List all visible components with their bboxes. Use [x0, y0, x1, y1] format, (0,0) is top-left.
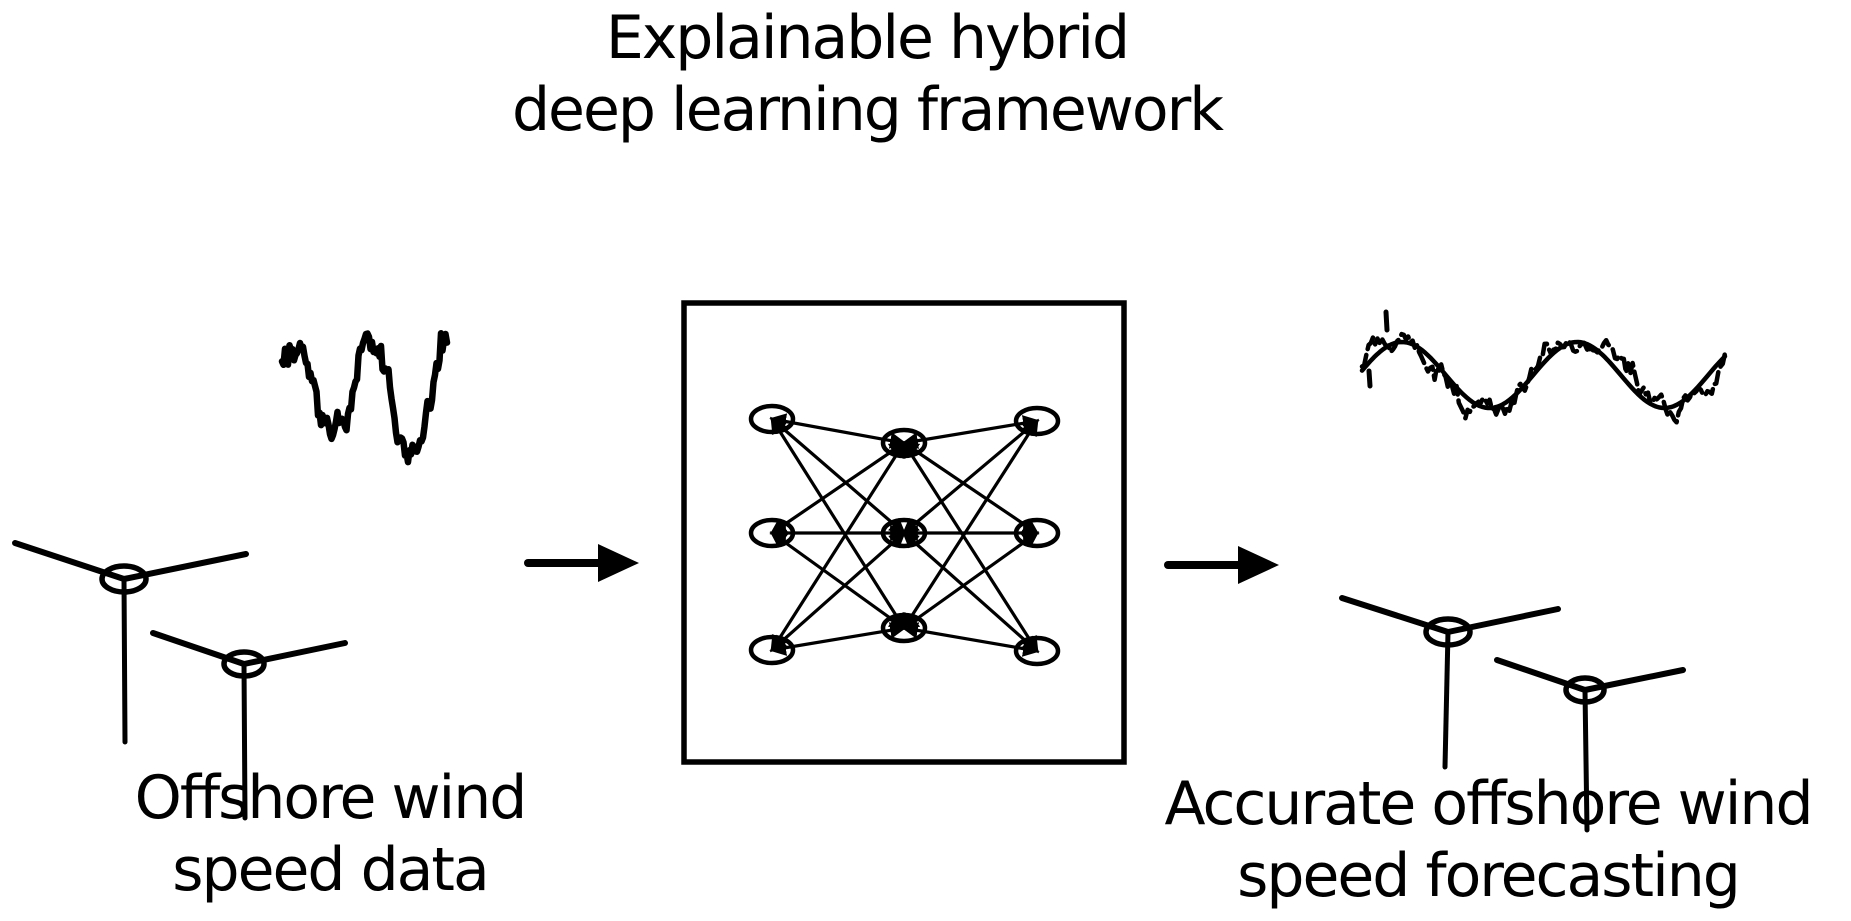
observed-signal-overlay-icon	[1359, 331, 1728, 425]
wind-turbine-icon	[12, 540, 249, 745]
wind-turbine-icon	[150, 630, 348, 821]
input-caption-line-2: speed data	[172, 835, 489, 905]
neuron-node	[748, 634, 796, 666]
observed-signal-dash-marks	[1366, 309, 1390, 389]
connection-arrow	[902, 418, 1039, 631]
neuron-node	[1013, 517, 1061, 549]
neuron-node	[880, 612, 928, 644]
neural-network-icon	[681, 300, 1127, 765]
neuron-node	[748, 517, 796, 549]
neuron-node	[1013, 405, 1061, 437]
network-neurons	[748, 403, 1061, 667]
connection-arrow	[901, 531, 1040, 630]
model-box	[681, 300, 1127, 765]
neuron-node	[880, 427, 928, 459]
neuron-node	[1013, 635, 1061, 667]
output-caption-line-1: Accurate offshore wind	[1164, 769, 1813, 839]
neuron-node	[748, 403, 796, 435]
noisy-wind-speed-signal-icon	[278, 330, 451, 466]
connection-arrow	[901, 441, 1040, 535]
title-line-2: deep learning framework	[511, 75, 1224, 145]
connection-arrow	[769, 441, 907, 535]
neuron-node	[880, 517, 928, 549]
wind-turbine-icon	[1339, 595, 1561, 770]
flow-arrow-icon	[1164, 546, 1279, 584]
input-caption: Offshore wind speed data	[20, 762, 640, 906]
output-caption: Accurate offshore wind speed forecasting	[1078, 768, 1851, 912]
output-caption-line-2: speed forecasting	[1237, 841, 1741, 911]
title-line-1: Explainable hybrid	[605, 3, 1130, 73]
flow-arrow-icon	[524, 544, 639, 582]
wind-turbine-icon	[1494, 657, 1686, 833]
figure-title: Explainable hybrid deep learning framewo…	[417, 2, 1317, 146]
input-caption-line-1: Offshore wind	[134, 763, 528, 833]
